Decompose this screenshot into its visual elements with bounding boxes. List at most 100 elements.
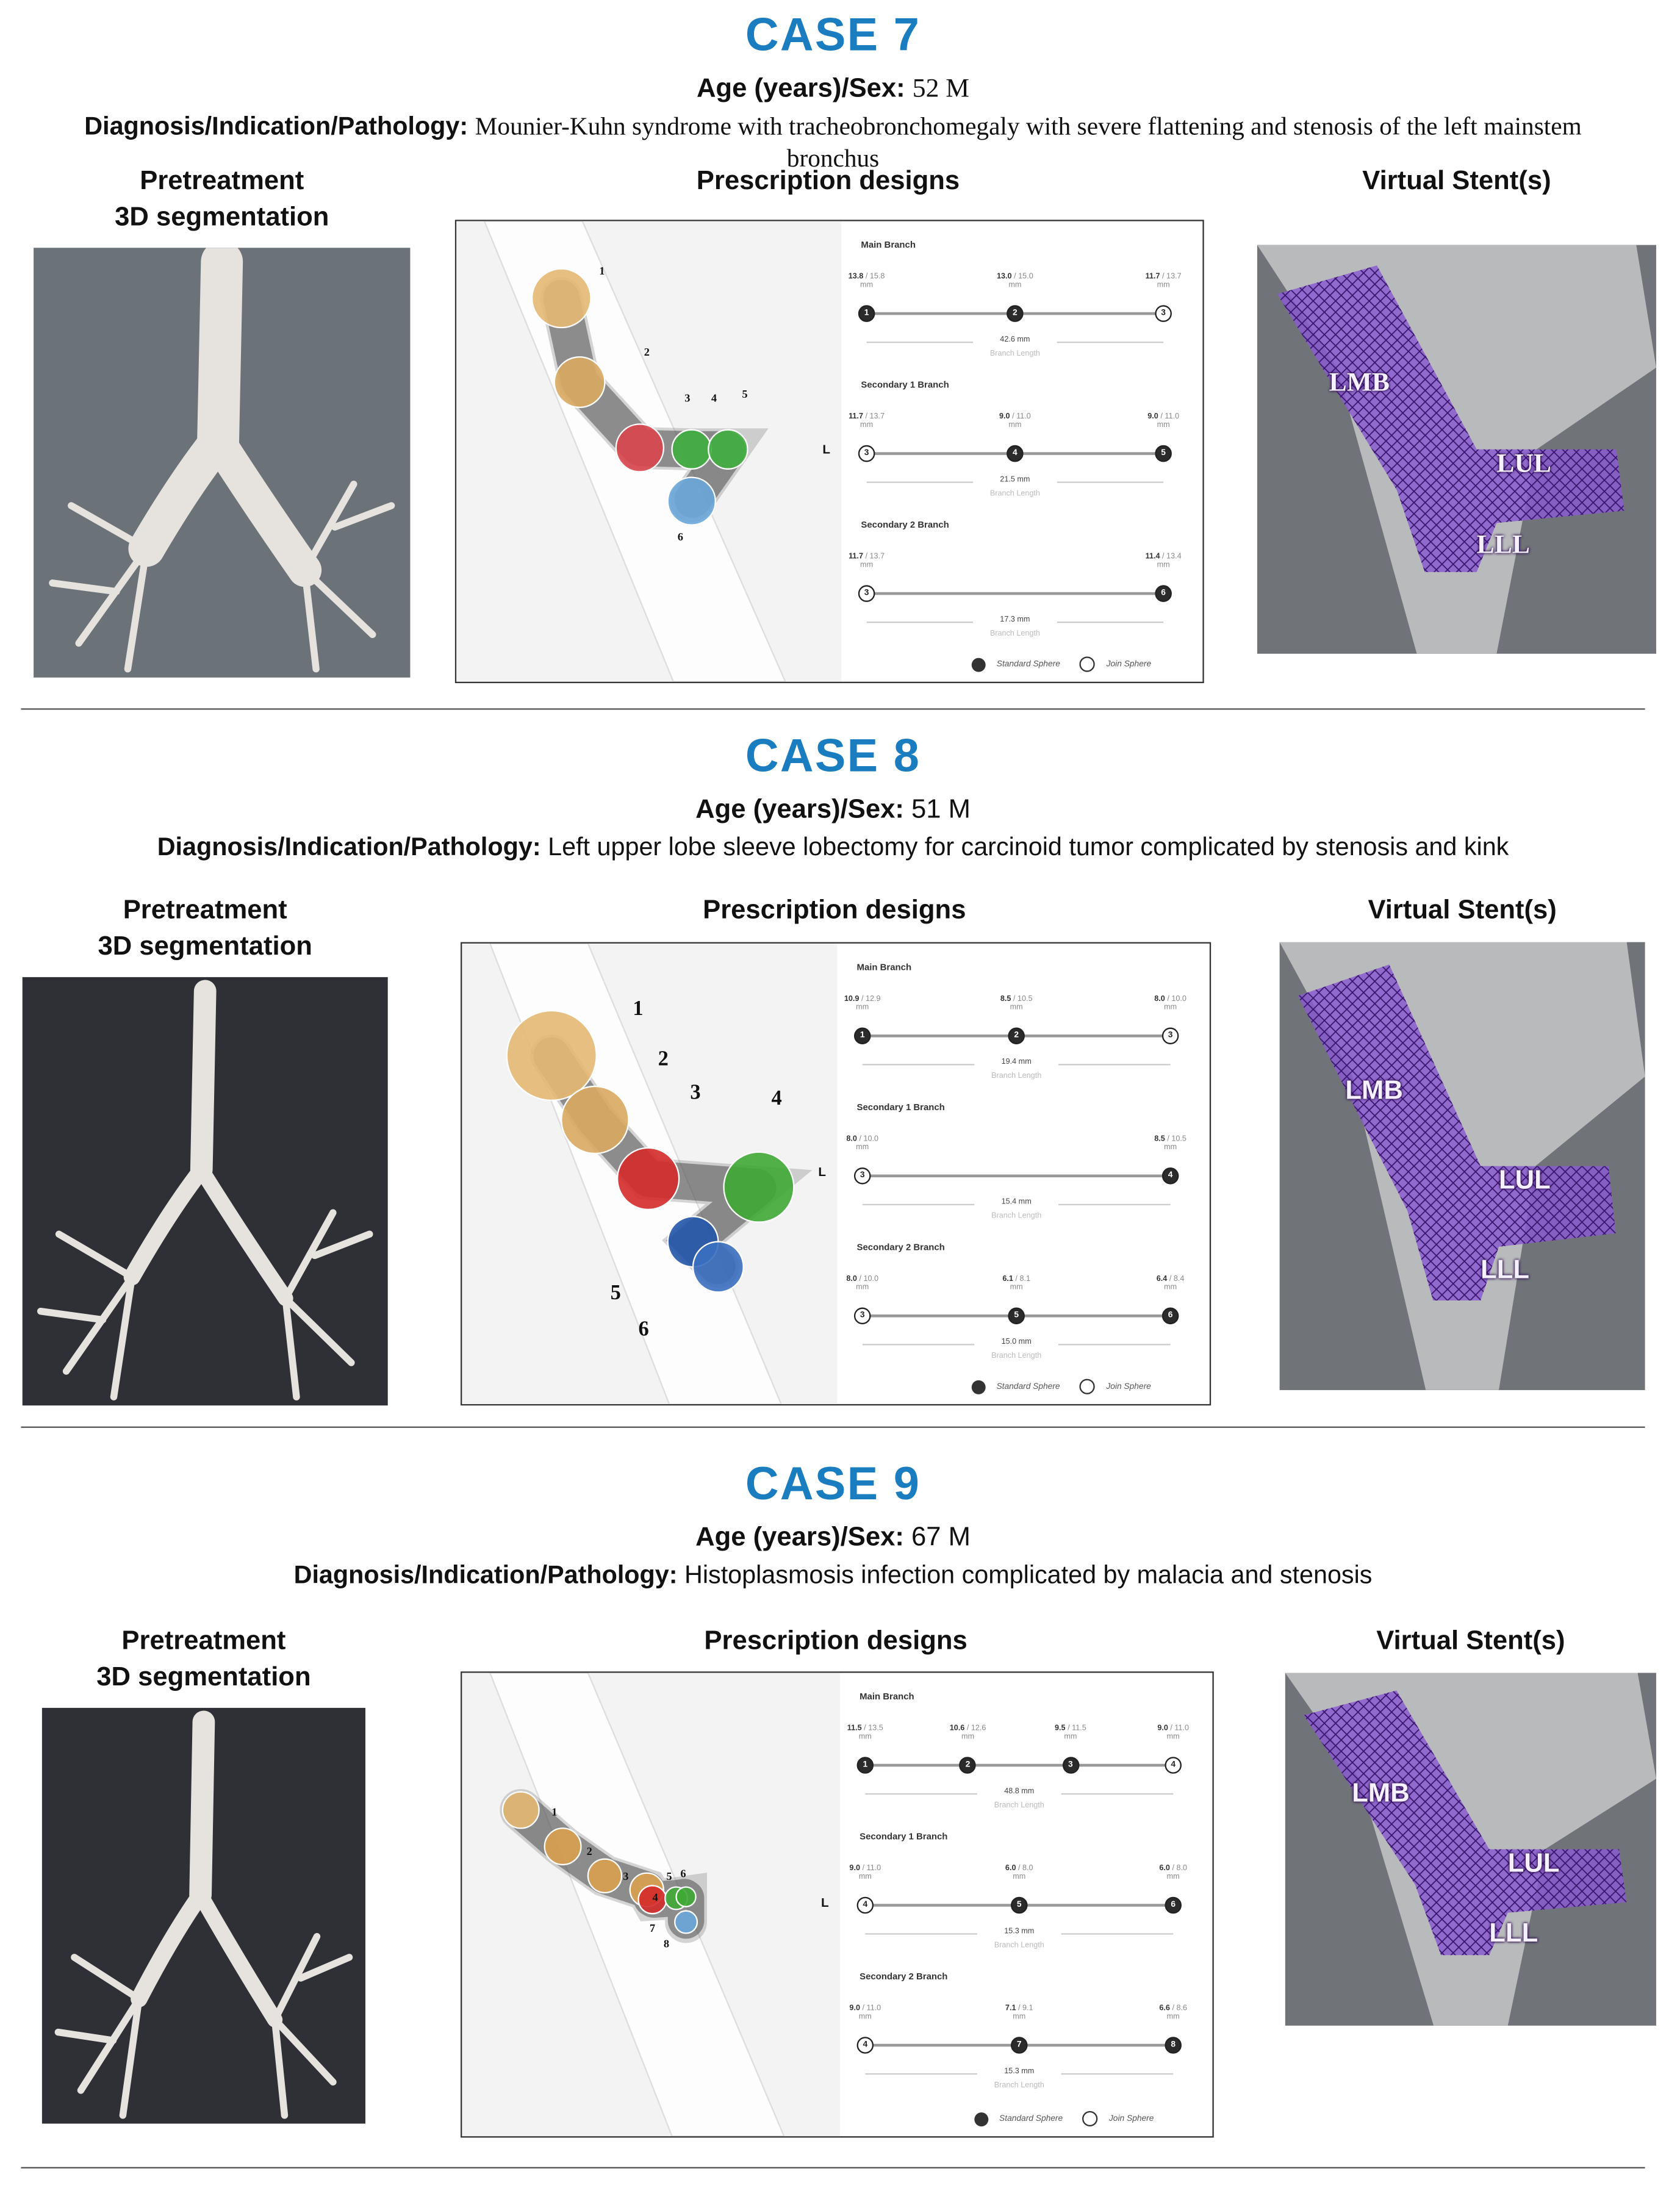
standard-sphere-marker: 2 (1008, 1027, 1025, 1045)
diameter-separator: / (1169, 2004, 1177, 2014)
diameter-unit: mm (1164, 1283, 1177, 1293)
outer-diameter: 8.4 (1173, 1275, 1185, 1284)
inner-diameter: 9.0 (849, 1864, 860, 1873)
outer-diameter: 13.7 (869, 413, 885, 421)
branch-title: Secondary 2 Branch (860, 1972, 948, 1982)
diameter-unit: mm (1166, 1733, 1180, 1741)
join-sphere-marker: 3 (853, 1167, 871, 1185)
branch-length-value: 17.3 mm (973, 615, 1057, 625)
diameter-separator: / (1016, 2004, 1023, 2014)
diameter-separator: / (1165, 1135, 1172, 1144)
diagnosis-label: Diagnosis/Indication/Pathology: (293, 1560, 678, 1589)
diameter-unit: mm (1013, 1873, 1026, 1882)
sphere-number-label: 1 (633, 998, 644, 1021)
stent-label-lmb: LMB (1329, 367, 1390, 397)
diameter-unit: mm (860, 421, 874, 430)
virtual-stent-heading: Virtual Stent(s) (1376, 1626, 1565, 1656)
diagnosis-label: Diagnosis/Indication/Pathology: (157, 833, 541, 861)
standard-sphere-icon (974, 2112, 988, 2126)
branch-length-value: 15.3 mm (977, 1928, 1061, 1936)
diameter-separator: / (1160, 553, 1167, 562)
join-sphere-marker: 3 (858, 585, 875, 602)
diameter-separator: / (863, 413, 870, 421)
sphere-1 (506, 1010, 597, 1102)
sphere-number-label: 1 (599, 264, 605, 278)
stent-label-lul: LUL (1507, 1849, 1560, 1879)
branch-length-value: 15.3 mm (977, 2067, 1061, 2076)
side-label: L (818, 1164, 827, 1179)
diagnosis-value: Mounier-Kuhn syndrome with tracheobronch… (475, 112, 1582, 173)
sphere-number-label: 6 (677, 530, 683, 543)
branch-length-value: 15.0 mm (974, 1338, 1059, 1347)
branch-title: Secondary 1 Branch (861, 381, 949, 391)
sphere-6 (667, 476, 716, 526)
age-sex-value: 51 M (911, 795, 971, 825)
inner-diameter: 9.5 (1054, 1724, 1066, 1734)
outer-diameter: 13.4 (1166, 553, 1182, 562)
join-sphere-legend-label: Join Sphere (1108, 2115, 1154, 2124)
branch-title: Main Branch (861, 240, 916, 251)
inner-diameter: 11.7 (849, 413, 863, 421)
standard-sphere-marker: 4 (1161, 1167, 1179, 1185)
inner-diameter: 11.4 (1145, 553, 1160, 562)
sphere-8 (674, 1910, 698, 1934)
diameter-separator: / (1065, 1724, 1072, 1734)
branch-length-label: Branch Length (989, 629, 1040, 639)
sphere-number-label: 5 (610, 1282, 621, 1305)
standard-sphere-marker: 4 (1007, 445, 1024, 462)
segmentation-heading-line1: Pretreatment (123, 895, 287, 925)
diameter-separator: / (860, 2004, 867, 2014)
inner-diameter: 10.6 (949, 1724, 965, 1734)
segmentation-heading-line1: Pretreatment (140, 167, 304, 196)
join-sphere-marker: 4 (1165, 1757, 1182, 1774)
segmentation-heading-line2: 3D segmentation (115, 203, 329, 232)
standard-sphere-marker: 6 (1155, 585, 1172, 602)
outer-diameter: 13.7 (1166, 273, 1182, 282)
inner-diameter: 9.0 (849, 2004, 860, 2014)
sphere-1 (531, 268, 592, 329)
standard-sphere-marker: 1 (856, 1757, 874, 1774)
join-sphere-marker: 3 (1161, 1027, 1179, 1045)
diameter-separator: / (1158, 413, 1165, 421)
branch-length-value: 15.4 mm (974, 1198, 1059, 1207)
stent-spheres-illustration (483, 221, 786, 682)
sphere-2 (553, 356, 606, 408)
branch-length-value: 42.6 mm (973, 335, 1057, 345)
sphere-number-label: 4 (652, 1891, 658, 1904)
join-sphere-icon (1079, 1379, 1095, 1394)
inner-diameter: 8.5 (1154, 1135, 1165, 1144)
standard-sphere-marker: 6 (1161, 1307, 1179, 1325)
sphere-number-label: 6 (638, 1318, 649, 1341)
section-divider (21, 708, 1645, 710)
virtual-stent-heading: Virtual Stent(s) (1362, 167, 1551, 196)
inner-diameter: 11.7 (849, 553, 863, 562)
stent-spheres-illustration (489, 943, 813, 1404)
stent-label-lll: LLL (1476, 531, 1530, 561)
prescription-heading: Prescription designs (696, 167, 960, 196)
diameter-unit: mm (1164, 1144, 1177, 1152)
case-title: CASE 9 (745, 1457, 921, 1510)
inner-diameter: 6.0 (1159, 1864, 1170, 1873)
age-sex-line: Age (years)/Sex: 52 M (0, 74, 1666, 105)
outer-diameter: 11.0 (1016, 413, 1031, 421)
branch-length-label: Branch Length (994, 2081, 1044, 2090)
standard-sphere-icon (971, 1379, 986, 1394)
standard-sphere-marker: 5 (1010, 1896, 1028, 1914)
